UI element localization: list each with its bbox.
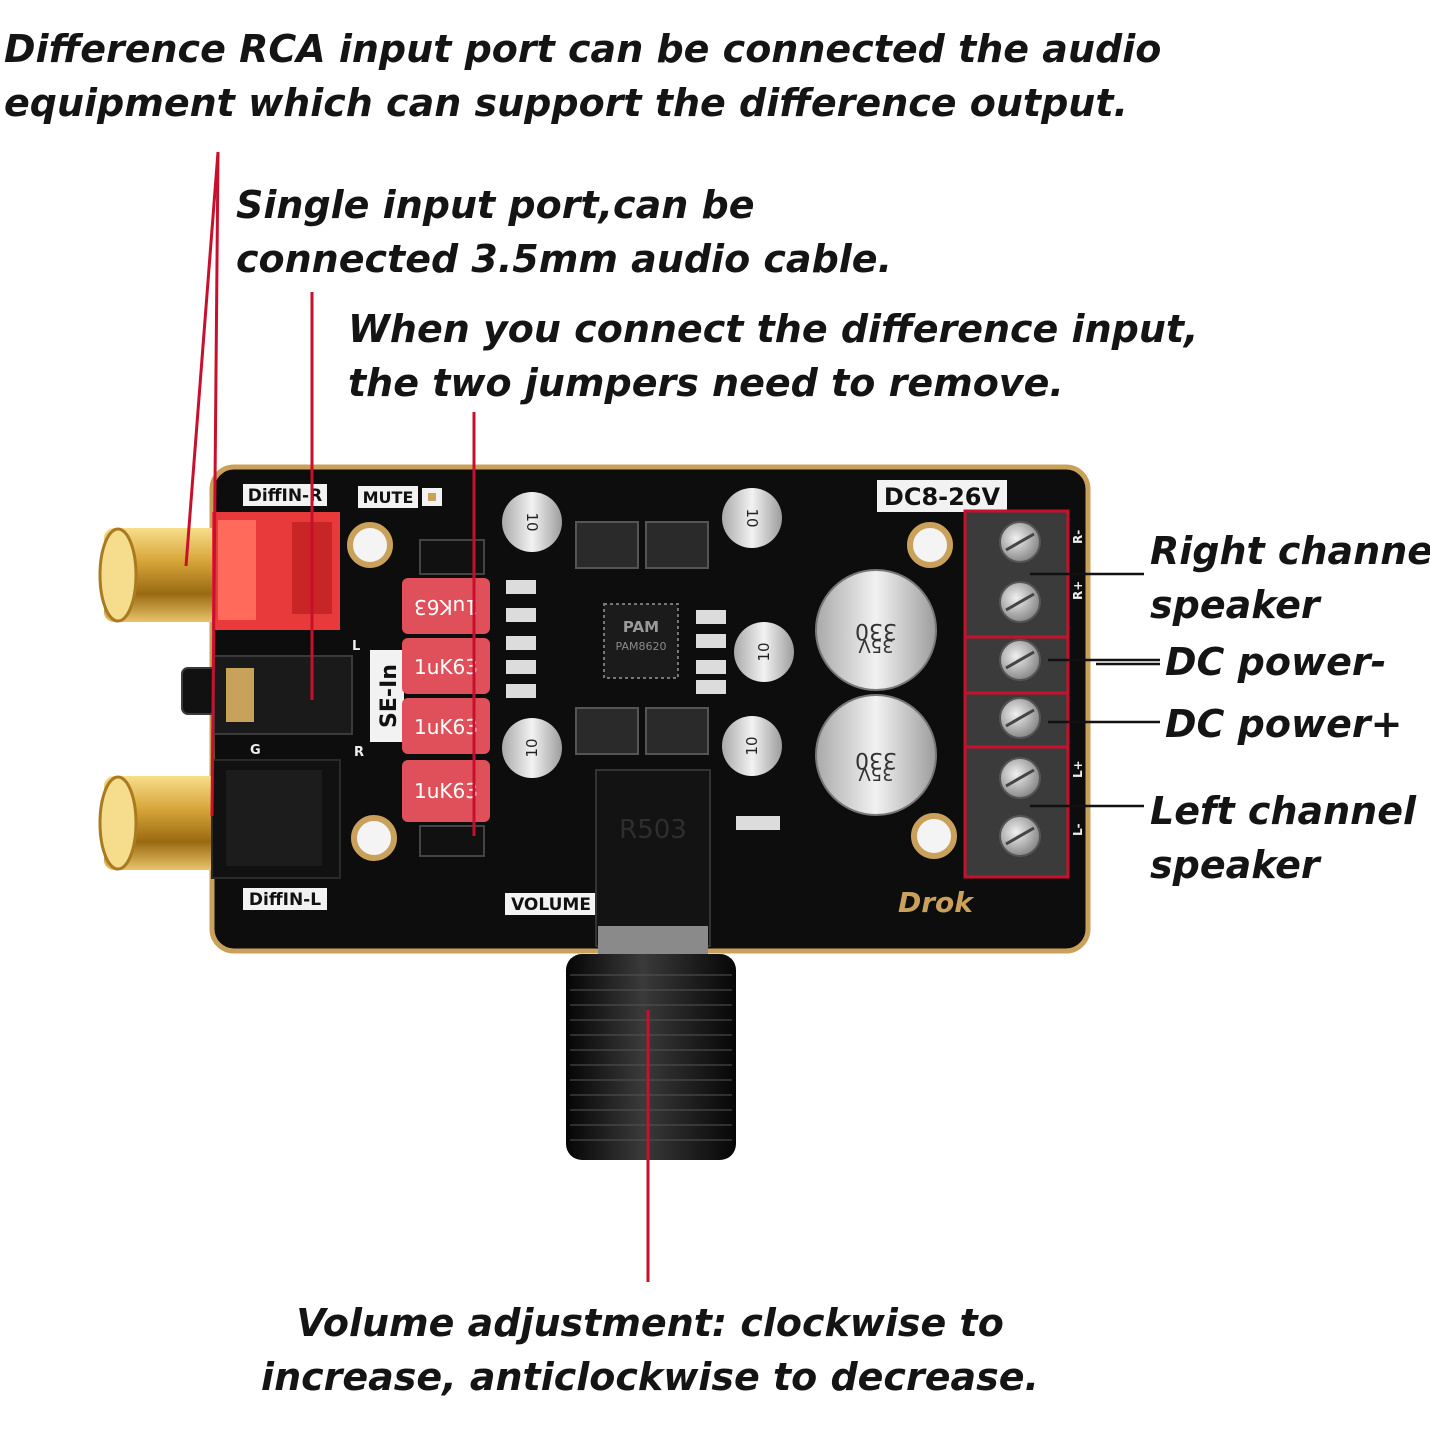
audio-jack-3-5mm (181, 655, 353, 735)
callout-right-channel: Right channel speaker (1150, 524, 1430, 632)
silk-labels: DiffIN-R DiffIN-L MUTE DC8-26V VOLUME SE… (243, 480, 1007, 919)
label-diffin-l: DiffIN-L (249, 890, 321, 910)
label-se-in: SE-In (377, 664, 402, 728)
cap-small-label: 10 (743, 736, 761, 755)
inductors (575, 521, 709, 755)
label-jack-l: L (352, 639, 360, 654)
cap-large-value: 330 (855, 618, 897, 643)
callout-line: the two jumpers need to remove. (348, 361, 1064, 405)
callout-jumpers: When you connect the difference input, t… (348, 302, 1199, 410)
cap-small-label: 10 (523, 512, 541, 531)
chip-part: PAM8620 (616, 640, 667, 653)
cap-large-voltage: 35V (858, 635, 894, 656)
cap-small-label: 10 (755, 642, 773, 661)
callout-lines (184, 151, 650, 1282)
callout-line: Left channel (1150, 789, 1417, 833)
volume-potentiometer: R503 (595, 769, 711, 954)
mounting-holes (347, 522, 957, 861)
cap-large-value: 330 (855, 747, 897, 772)
callout-volume: Volume adjustment: clockwise to increase… (0, 1296, 1300, 1404)
callout-dc-minus: DC power- (1165, 636, 1386, 688)
callout-line: Volume adjustment: clockwise to (296, 1301, 1004, 1345)
callout-line: increase, anticlockwise to decrease. (261, 1355, 1039, 1399)
pot-label: R503 (619, 815, 687, 845)
callout-line: Right channel (1150, 529, 1430, 573)
cap-small-label: 10 (743, 508, 761, 527)
film-cap-label: 1uK63 (414, 655, 478, 679)
large-capacitors: 330 35V 330 35V (815, 569, 937, 816)
amplifier-chip: PAM PAM8620 (603, 603, 679, 679)
callout-rca-diff: Difference RCA input port can be connect… (4, 22, 1161, 130)
callout-left-channel: Left channel speaker (1150, 784, 1416, 892)
callout-line: connected 3.5mm audio cable. (236, 237, 893, 281)
callout-line: equipment which can support the differen… (4, 81, 1128, 125)
film-capacitors: 1uK63 1uK63 1uK63 1uK63 (402, 578, 490, 822)
label-volume: VOLUME (511, 895, 591, 915)
label-l-minus: L- (1071, 823, 1085, 836)
label-diffin-r: DiffIN-R (248, 486, 322, 506)
label-dc-range: DC8-26V (884, 483, 1001, 511)
terminal-callout-lines (1030, 572, 1160, 808)
cap-large-voltage: 35V (858, 763, 894, 784)
callout-line: When you connect the difference input, (348, 307, 1199, 351)
rca-jack-right (98, 512, 340, 630)
label-jack-r: R (354, 745, 364, 760)
film-cap-label: 1uK63 (414, 779, 478, 803)
film-cap-label: 1uK63 (414, 595, 478, 619)
brand-logo: Drok (898, 886, 975, 919)
callout-line: DC power- (1165, 640, 1387, 684)
label-l-plus: L+ (1071, 760, 1085, 778)
label-r-plus: R+ (1071, 581, 1085, 600)
cap-small-label: 10 (523, 738, 541, 757)
smd-components (506, 580, 780, 830)
label-mute: MUTE (363, 488, 414, 507)
callout-line: speaker (1150, 843, 1320, 887)
callout-single-input: Single input port,can be connected 3.5mm… (236, 178, 892, 286)
chip-brand: PAM (623, 618, 659, 636)
callout-line: DC power+ (1165, 702, 1403, 746)
label-jack-g: G (250, 743, 261, 758)
label-r-minus: R- (1071, 530, 1085, 544)
small-capacitors: 10 10 10 10 10 (502, 488, 794, 778)
rca-jack-left (98, 759, 341, 879)
volume-knob[interactable] (566, 954, 736, 1160)
callout-line: Difference RCA input port can be connect… (4, 27, 1162, 71)
film-cap-label: 1uK63 (414, 715, 478, 739)
callout-dc-plus: DC power+ (1165, 698, 1402, 750)
callout-line: Single input port,can be (236, 183, 755, 227)
callout-line: speaker (1150, 583, 1320, 627)
